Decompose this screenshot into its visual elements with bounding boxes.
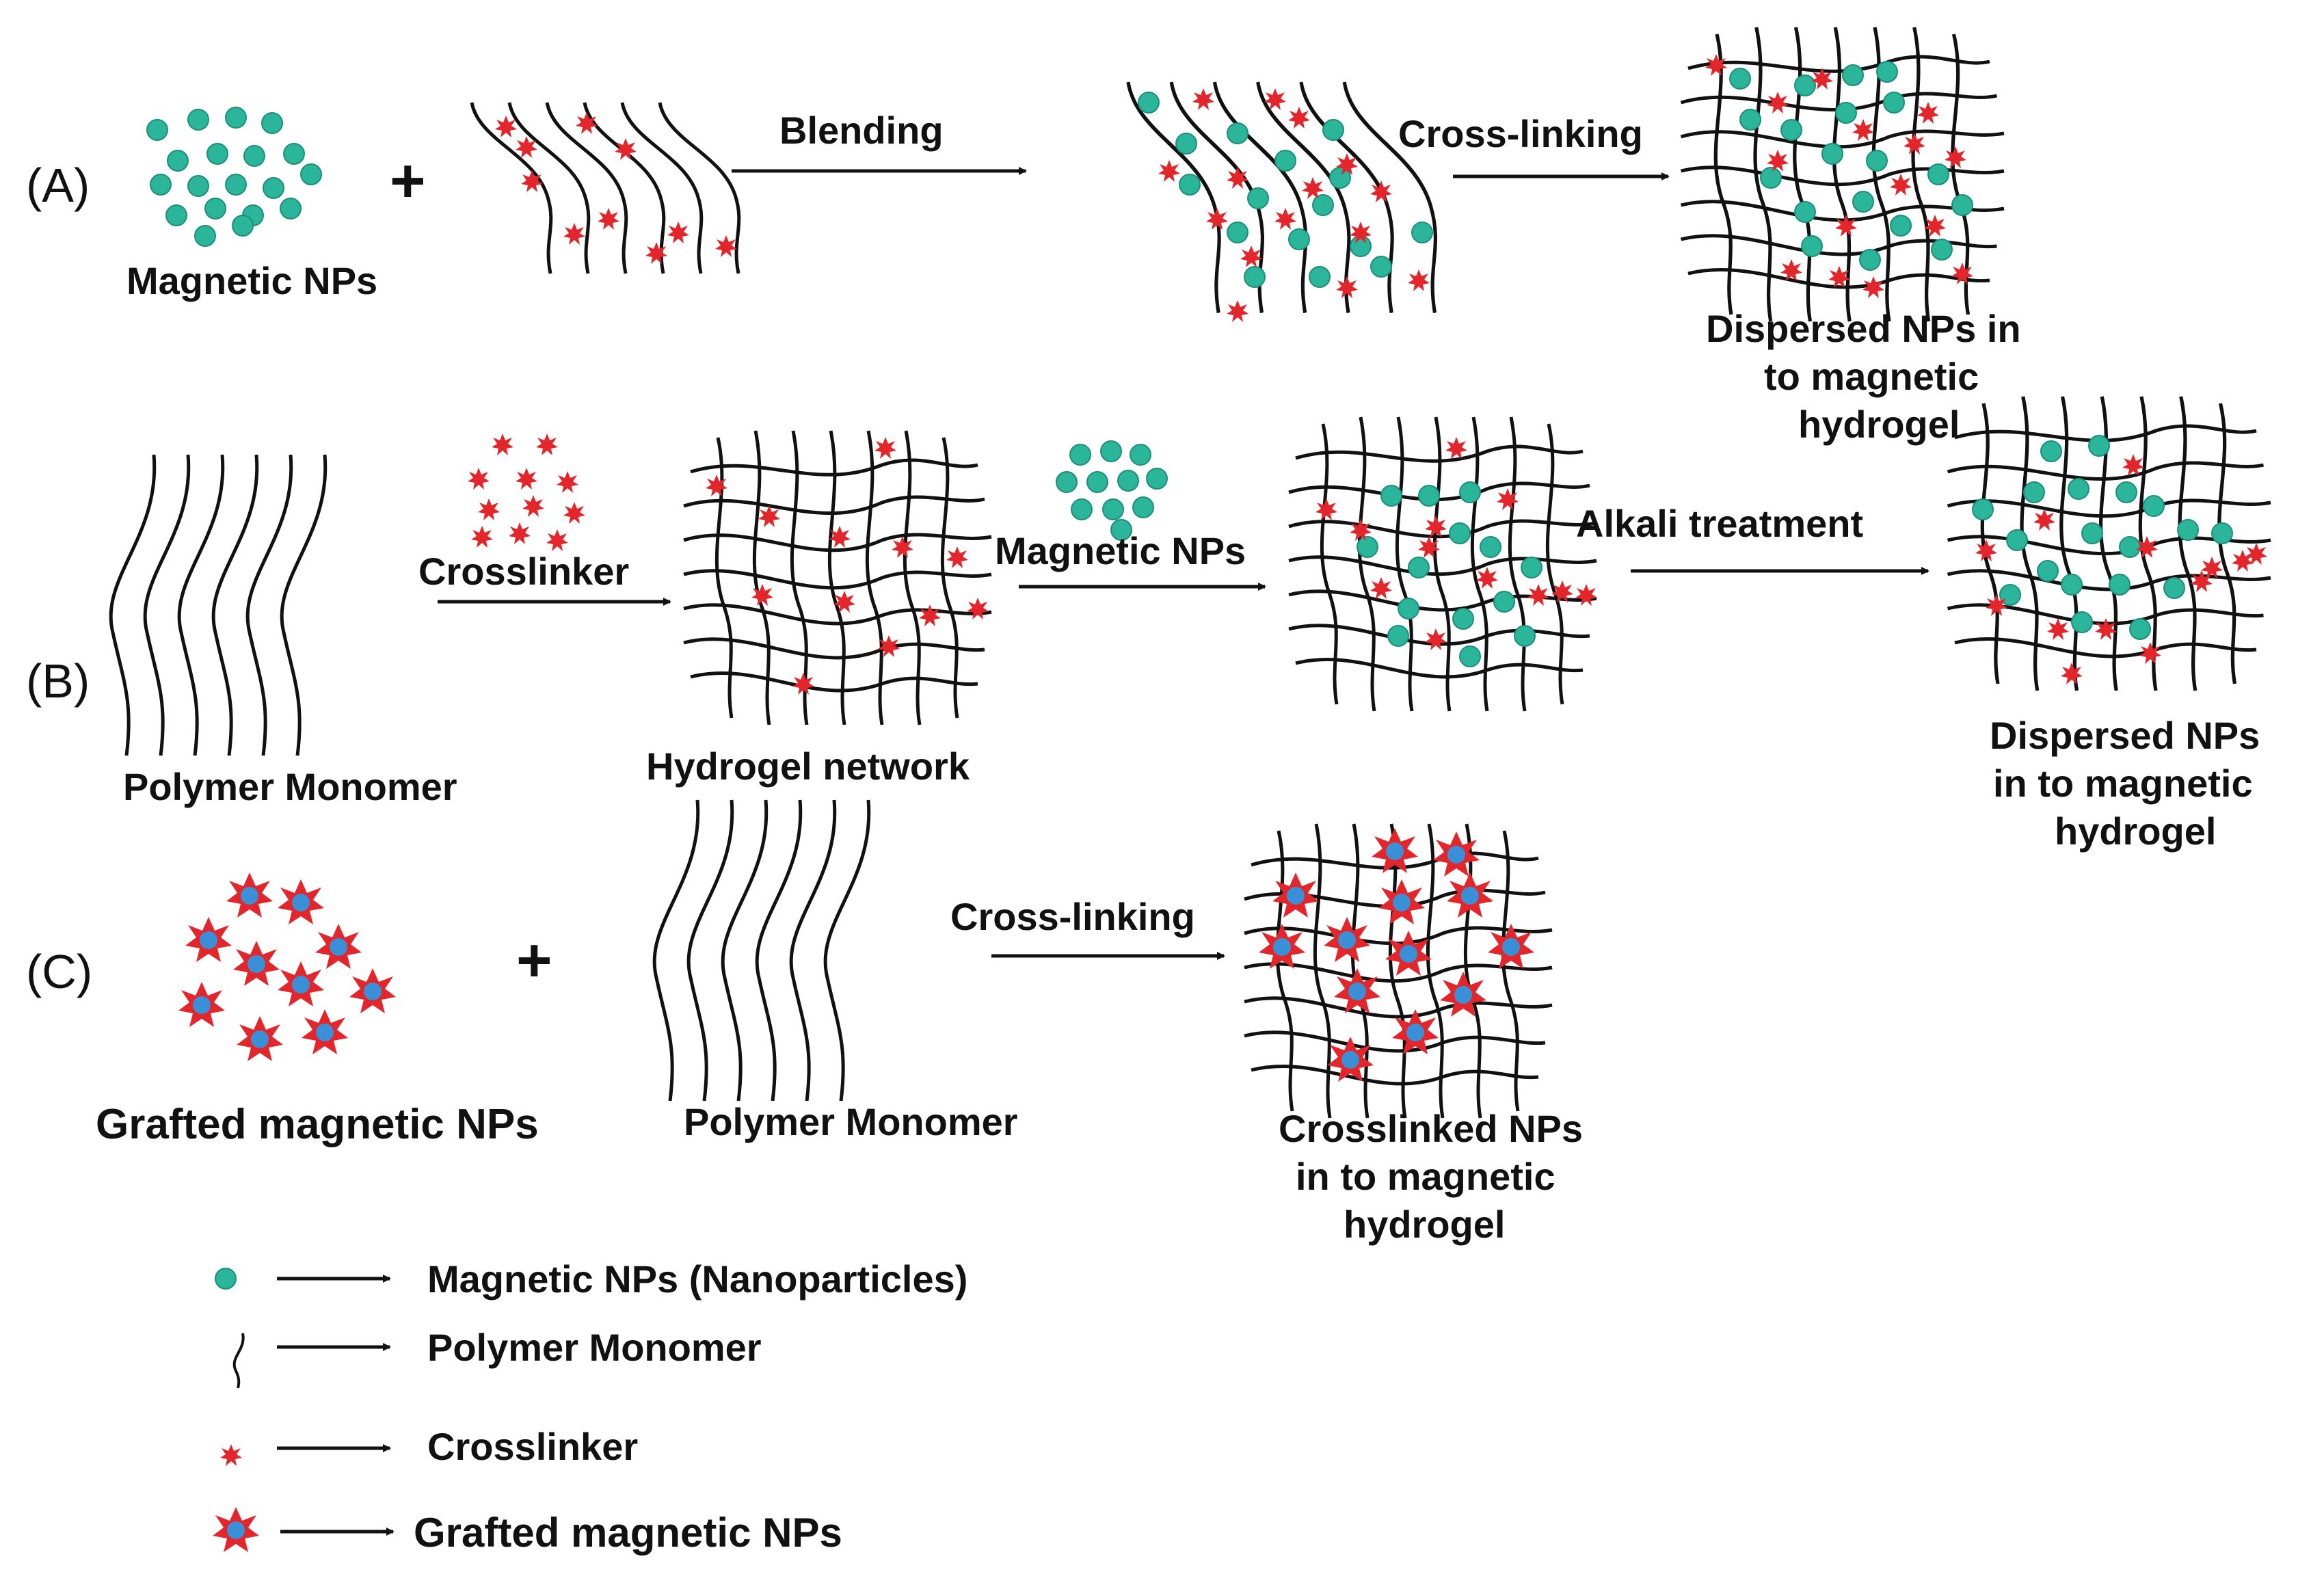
loaded-hydrogel-mesh-b xyxy=(1289,417,1597,711)
nanoparticle-symbol xyxy=(215,1268,237,1290)
legend-label-nanoparticle: Magnetic NPs (Nanoparticles) xyxy=(427,1257,967,1300)
blended-strands xyxy=(1128,82,1435,313)
plus-sign-c: + xyxy=(516,926,552,995)
legend-label-monomer: Polymer Monomer xyxy=(427,1326,762,1369)
result-a-line2: to magnetic xyxy=(1764,355,1979,398)
magnetic-np-cluster-b xyxy=(1056,440,1168,541)
blending-label: Blending xyxy=(779,109,944,152)
legend: Magnetic NPs (Nanoparticles) Polymer Mon… xyxy=(213,1257,967,1556)
result-c-line1: Crosslinked NPs xyxy=(1279,1107,1583,1150)
grafted-np-label-c: Grafted magnetic NPs xyxy=(96,1101,539,1148)
legend-item-nanoparticle: Magnetic NPs (Nanoparticles) xyxy=(215,1257,967,1300)
result-b-line2: in to magnetic xyxy=(1993,762,2253,805)
legend-item-crosslinker: Crosslinker xyxy=(220,1425,638,1468)
blended-nps xyxy=(1138,92,1433,288)
monomer-label-c: Polymer Monomer xyxy=(684,1100,1018,1143)
result-c-line3: hydrogel xyxy=(1344,1203,1505,1246)
row-b-marker: (B) xyxy=(26,654,90,708)
result-a-line1: Dispersed NPs in xyxy=(1706,307,2021,350)
plus-sign-a: + xyxy=(390,147,426,215)
hydrogel-network-label: Hydrogel network xyxy=(646,745,970,788)
row-c-marker: (C) xyxy=(26,945,92,998)
result-c-line2: in to magnetic xyxy=(1296,1155,1555,1198)
cross-linking-label-a: Cross-linking xyxy=(1398,112,1643,155)
magnetic-np-label-a: Magnetic NPs xyxy=(126,259,377,302)
grafted-star-symbol xyxy=(213,1507,259,1552)
alkali-treatment-label: Alkali treatment xyxy=(1576,502,1863,545)
legend-label-grafted: Grafted magnetic NPs xyxy=(414,1510,842,1556)
monomer-label-b: Polymer Monomer xyxy=(123,765,457,808)
magnetic-np-cluster-a xyxy=(146,107,322,247)
result-b-line1: Dispersed NPs xyxy=(1990,714,2260,757)
polymer-monomer-c xyxy=(654,800,869,1101)
cross-linking-label-c: Cross-linking xyxy=(950,895,1195,938)
result-b-line3: hydrogel xyxy=(2055,810,2216,853)
legend-label-crosslinker: Crosslinker xyxy=(427,1425,638,1468)
magnetic-np-step-label-b: Magnetic NPs xyxy=(995,529,1246,572)
result-a-line3: hydrogel xyxy=(1798,403,1960,446)
crosslinker-star-symbol xyxy=(220,1444,242,1466)
crosslinker-cluster-b xyxy=(468,433,585,551)
hydrogel-network-mesh xyxy=(684,431,991,725)
crosslinked-grafted-nps-c xyxy=(1259,828,1534,1082)
grafted-np-cluster-c xyxy=(178,872,396,1061)
legend-item-monomer: Polymer Monomer xyxy=(232,1326,762,1389)
row-a-marker: (A) xyxy=(26,159,90,212)
crosslinker-step-label: Crosslinker xyxy=(418,550,629,593)
legend-item-grafted: Grafted magnetic NPs xyxy=(213,1507,842,1556)
monomer-strand-symbol xyxy=(232,1333,245,1389)
polymer-monomer-b xyxy=(111,455,325,756)
